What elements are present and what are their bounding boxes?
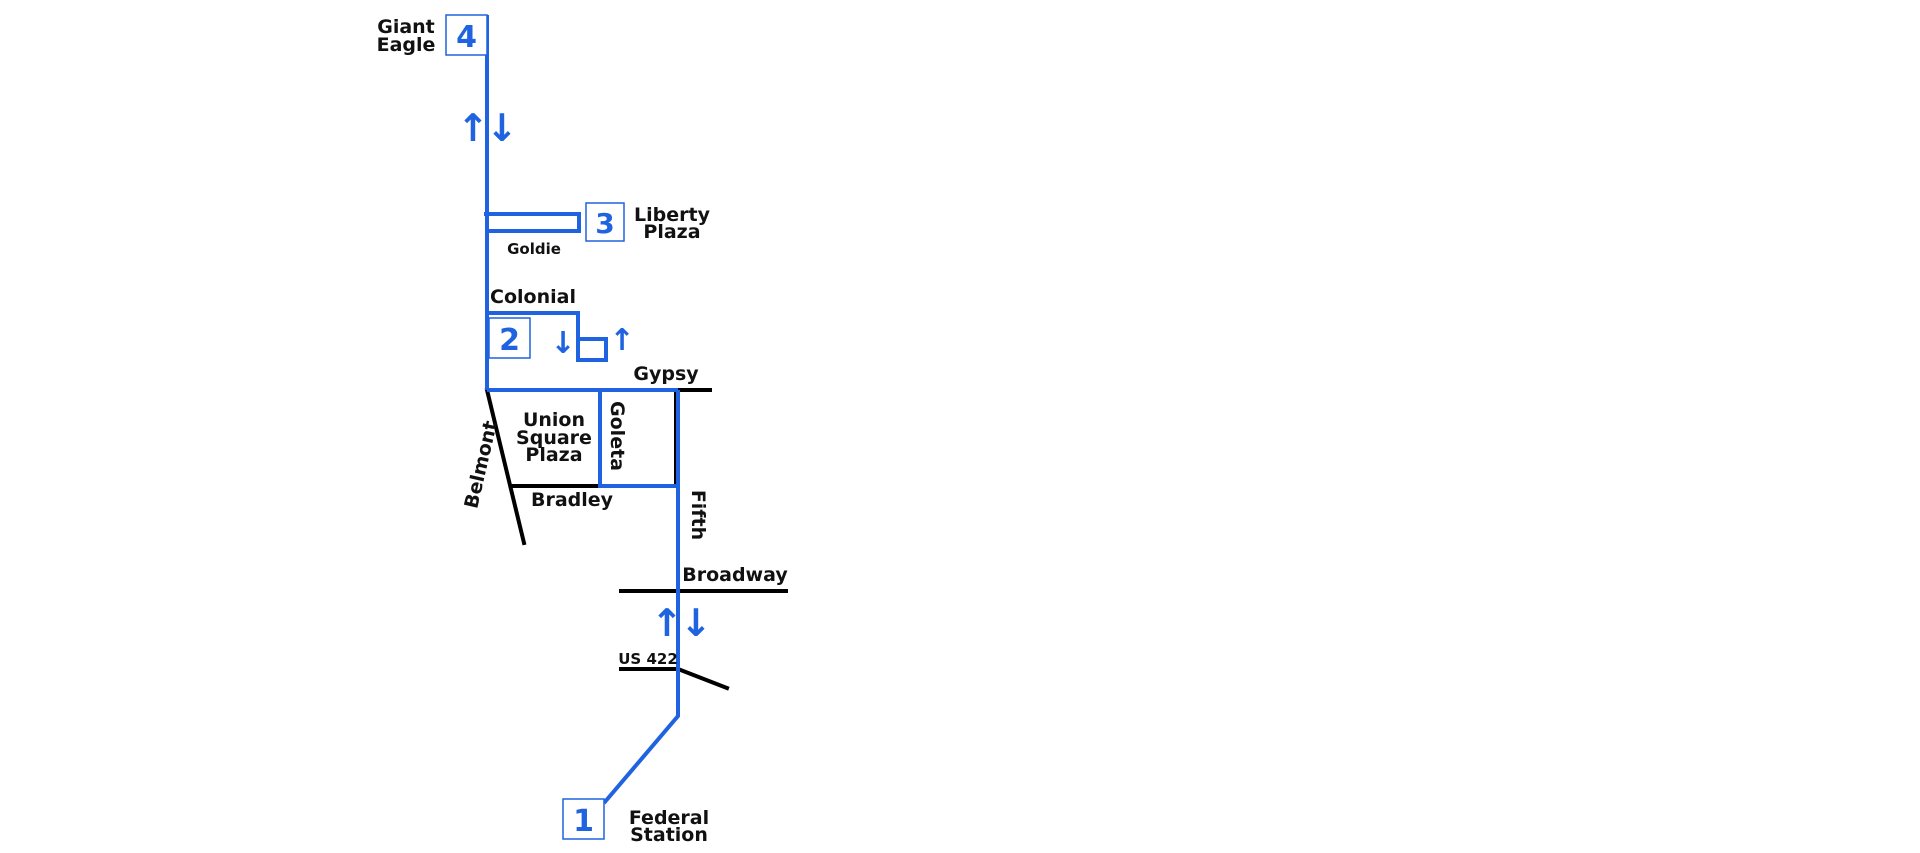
arrow-down-icon: ↓: [550, 326, 575, 361]
stop-3[interactable]: 3 Liberty Plaza: [585, 202, 711, 243]
arrow-down-icon: ↓: [680, 601, 712, 645]
arrow-up-icon: ↑: [457, 106, 489, 150]
street-label-gypsy: Gypsy: [633, 363, 699, 385]
arrow-up-icon: ↑: [651, 601, 683, 645]
route-goleta-segment: [598, 390, 676, 488]
stop-1-name-line1: Federal: [629, 807, 709, 829]
stop-1[interactable]: 1 Federal Station: [562, 798, 709, 846]
street-label-colonial: Colonial: [490, 286, 576, 308]
stop-3-box: [585, 202, 625, 242]
stop-1-box: [562, 798, 605, 840]
stop-4-number: 4: [456, 20, 477, 55]
street-labels: Goldie Colonial Gypsy Goleta Belmont Bra…: [460, 240, 788, 668]
stop-3-number: 3: [595, 207, 614, 240]
street-label-goldie: Goldie: [507, 240, 561, 258]
arrow-up-icon: ↑: [609, 323, 634, 358]
us422-street-east: [675, 666, 730, 691]
route-fifth-south: [602, 390, 680, 805]
stop-4[interactable]: 4 Giant Eagle: [377, 14, 488, 56]
landmark-line2: Square: [516, 427, 592, 449]
belmont-street: [484, 387, 527, 546]
stop-2[interactable]: 2: [488, 317, 531, 359]
street-label-fifth: Fifth: [687, 490, 709, 540]
street-label-bradley: Bradley: [531, 489, 614, 511]
stop-4-name-line2: Eagle: [377, 34, 436, 56]
stop-1-name-line2: Station: [630, 824, 708, 846]
stop-2-box: [488, 317, 531, 359]
street-label-belmont: Belmont: [460, 419, 502, 511]
stop-3-name-line2: Plaza: [643, 221, 700, 243]
stop-1-number: 1: [573, 804, 594, 839]
street-label-broadway: Broadway: [682, 564, 788, 586]
bus-route: [484, 15, 680, 805]
stop-4-box: [445, 14, 488, 56]
street-label-us422: US 422: [618, 650, 678, 668]
landmark-line3: Plaza: [525, 444, 582, 466]
arrow-down-icon: ↓: [486, 106, 518, 150]
route-goldie-loop: [484, 212, 581, 233]
landmark-line1: Union: [523, 409, 585, 431]
route-colonial-loop: [487, 311, 608, 362]
stop-2-number: 2: [499, 323, 520, 358]
stop-3-name-line1: Liberty: [634, 204, 711, 226]
union-square-plaza-label: Union Square Plaza: [516, 409, 592, 466]
street-label-goleta: Goleta: [606, 401, 628, 471]
stop-4-name-line1: Giant: [377, 16, 435, 38]
direction-arrows: ↑ ↓ ↓ ↑ ↑ ↓: [457, 106, 712, 645]
